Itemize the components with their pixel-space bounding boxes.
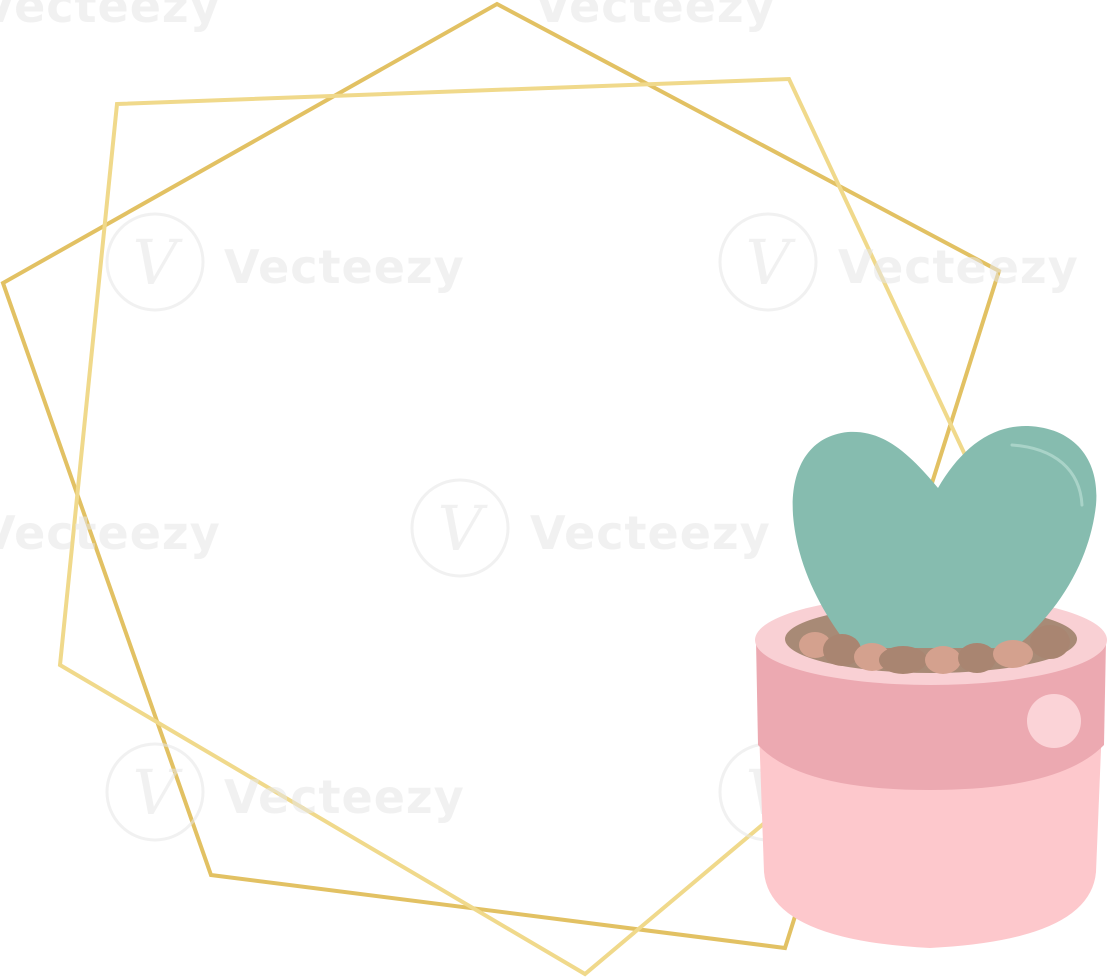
heart-leaf [792, 425, 1097, 648]
svg-text:V: V [438, 492, 489, 565]
svg-text:V: V [133, 756, 184, 829]
watermark-mark: V [410, 478, 510, 578]
watermark-text: Vecteezy [838, 240, 1079, 294]
svg-text:V: V [133, 226, 184, 299]
gold-pentagon-frame [0, 1, 1002, 951]
watermark-text: Vecteezy [535, 0, 776, 33]
pot-dot [1027, 694, 1081, 748]
watermark-text: Vecteezy [224, 770, 465, 824]
watermark-mark: V [105, 742, 205, 842]
leaf-highlight [1010, 443, 1084, 507]
pebbles [799, 625, 1070, 674]
watermark-text: Vecteezy [530, 506, 771, 560]
svg-text:V: V [746, 226, 797, 299]
watermark-text: Vecteezy [0, 506, 221, 560]
potted-plant-icon [755, 425, 1107, 948]
watermark-mark: V [105, 212, 205, 312]
watermark-mark: V [718, 212, 818, 312]
watermark-text: Vecteezy [224, 240, 465, 294]
watermark-text: Vecteezy [0, 0, 221, 33]
